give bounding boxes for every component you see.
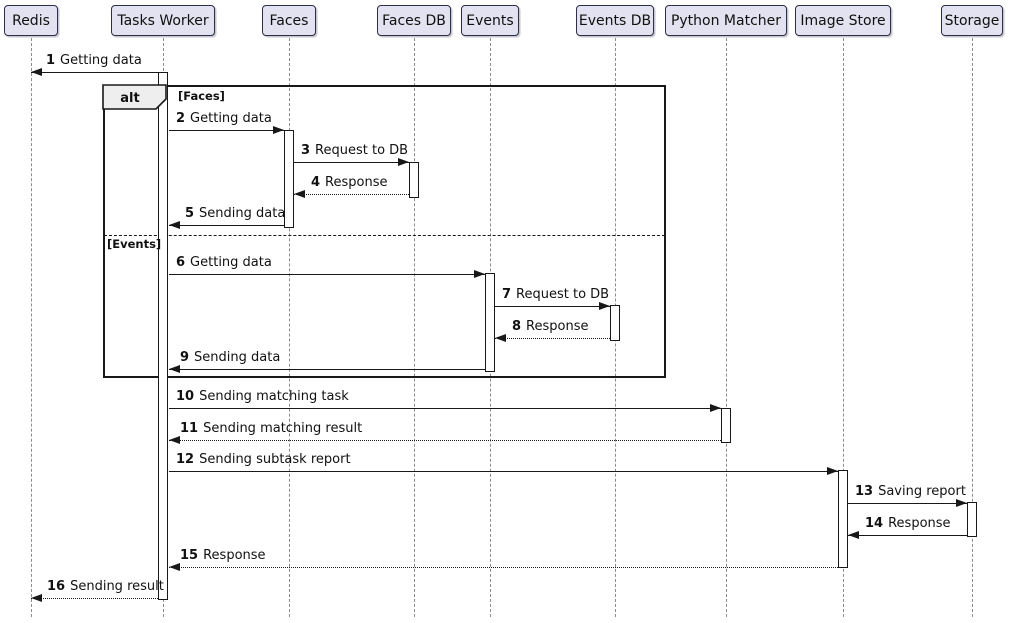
- activation-tasks-worker: [158, 72, 168, 600]
- message-2-line: [169, 130, 284, 131]
- message-6-arrowhead: [474, 270, 485, 278]
- lifeline-redis: [31, 38, 32, 617]
- message-8-line: [495, 338, 610, 339]
- message-15-line: [169, 567, 838, 568]
- participant-tasks-worker: Tasks Worker: [111, 5, 215, 36]
- lifeline-python-matcher: [726, 38, 727, 617]
- message-7-line: [495, 306, 610, 307]
- lifeline-faces-db: [414, 38, 415, 617]
- participant-faces-db: Faces DB: [377, 5, 451, 36]
- message-4-line: [294, 194, 409, 195]
- alt-guard-events: [Events]: [107, 237, 162, 251]
- message-14-arrowhead: [848, 531, 859, 539]
- alt-operator-pentagon: alt: [102, 84, 167, 110]
- activation-storage: [967, 502, 977, 537]
- activation-events-db: [610, 305, 620, 341]
- message-5-line: [169, 225, 284, 226]
- message-1-line: [31, 72, 158, 73]
- message-14-line: [848, 535, 967, 536]
- message-12-line: [169, 471, 838, 472]
- message-13-line: [848, 503, 967, 504]
- message-11-arrowhead: [169, 436, 180, 444]
- participant-python-matcher: Python Matcher: [665, 5, 787, 36]
- message-1-arrowhead: [31, 68, 42, 76]
- participant-storage: Storage: [941, 5, 1003, 36]
- message-12-arrowhead: [827, 467, 838, 475]
- message-3-line: [294, 162, 409, 163]
- message-10-arrowhead: [710, 404, 721, 412]
- message-4-arrowhead: [294, 190, 305, 198]
- alt-section-divider: [104, 235, 665, 236]
- participant-faces: Faces: [262, 5, 316, 36]
- lifeline-image-store: [843, 38, 844, 617]
- participant-redis: Redis: [4, 5, 58, 36]
- participant-image-store: Image Store: [795, 5, 891, 36]
- message-3-arrowhead: [398, 158, 409, 166]
- message-15-arrowhead: [169, 563, 180, 571]
- message-2-arrowhead: [273, 126, 284, 134]
- message-7-arrowhead: [599, 302, 610, 310]
- activation-events: [485, 273, 495, 372]
- message-10-line: [169, 408, 721, 409]
- activation-python-matcher: [721, 408, 731, 443]
- message-8-arrowhead: [495, 334, 506, 342]
- participant-events-db: Events DB: [576, 5, 654, 36]
- message-5-arrowhead: [169, 221, 180, 229]
- participant-events: Events: [461, 5, 519, 36]
- message-16-arrowhead: [31, 594, 42, 602]
- message-6-line: [169, 274, 485, 275]
- alt-guard-faces: [Faces]: [178, 89, 225, 103]
- alt-frame: [103, 85, 666, 378]
- lifeline-storage: [972, 38, 973, 617]
- message-13-arrowhead: [956, 499, 967, 507]
- message-11-line: [169, 440, 721, 441]
- alt-operator-label: alt: [120, 91, 139, 106]
- activation-faces: [284, 130, 294, 228]
- message-9-line: [169, 369, 485, 370]
- activation-image-store: [838, 470, 848, 568]
- activation-faces-db: [409, 162, 419, 198]
- lifeline-faces: [289, 38, 290, 617]
- message-9-arrowhead: [169, 365, 180, 373]
- message-16-line: [31, 598, 158, 599]
